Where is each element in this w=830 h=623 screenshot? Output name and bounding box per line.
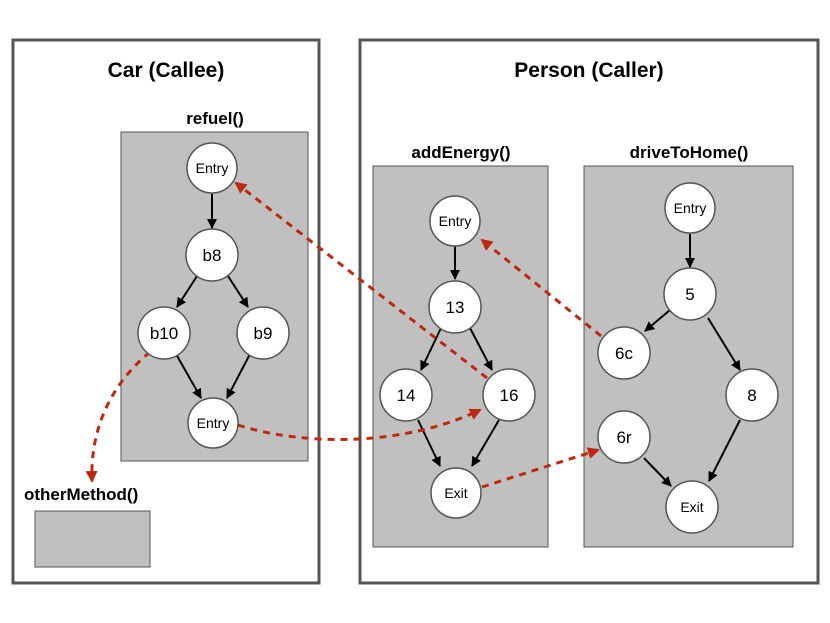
node-refuel-exit: Entry — [187, 397, 239, 449]
node-refuel-entry: Entry — [186, 142, 238, 194]
node-label: 13 — [446, 298, 465, 317]
node-drive-6c: 6c — [597, 326, 651, 380]
edge-drive-8-exit — [708, 419, 741, 482]
edge-drive-5-8 — [707, 317, 741, 371]
othermethod-method-box — [34, 510, 151, 568]
node-label: b9 — [254, 324, 273, 343]
node-label: Entry — [196, 160, 229, 176]
node-add-14: 14 — [379, 368, 433, 422]
node-add-16: 16 — [482, 368, 536, 422]
edge-refuel-b9-exit — [226, 353, 251, 399]
othermethod-method-title: otherMethod() — [24, 485, 138, 504]
node-drive-exit: Exit — [665, 480, 719, 534]
node-drive-8: 8 — [725, 368, 779, 422]
node-add-exit: Exit — [430, 467, 482, 519]
edge-add-13-16 — [469, 327, 493, 371]
edge-refuel-b8-b10 — [176, 275, 198, 308]
edge-add-16-exit — [471, 419, 500, 467]
node-label: 14 — [397, 386, 416, 405]
node-label: 5 — [685, 285, 694, 304]
edge-drive-5-6c — [644, 309, 671, 332]
edge-add-13-14 — [420, 327, 442, 371]
node-label: Exit — [680, 499, 703, 515]
node-label: 16 — [500, 386, 519, 405]
node-drive-5: 5 — [663, 267, 717, 321]
node-refuel-b10: b10 — [137, 306, 191, 360]
node-label: Exit — [444, 485, 467, 501]
node-label: 6c — [615, 344, 633, 363]
refuel-method-title: refuel() — [186, 109, 244, 128]
node-label: Entry — [439, 213, 472, 229]
edge-refuel-b10-exit — [175, 353, 202, 399]
call-edge-b10-to-othermethod — [85, 350, 151, 483]
node-refuel-b8: b8 — [185, 228, 239, 282]
edge-add-14-exit — [417, 419, 441, 467]
drivetohome-method-title: driveToHome() — [630, 143, 749, 162]
call-edge-16-to-refuel-entry — [234, 181, 488, 380]
edge-refuel-b8-b9 — [227, 275, 249, 308]
node-label: b8 — [203, 246, 222, 265]
node-label: b10 — [150, 324, 178, 343]
node-label: Entry — [674, 200, 707, 216]
node-label: 8 — [747, 386, 756, 405]
node-add-entry: Entry — [429, 195, 481, 247]
addenergy-method-title: addEnergy() — [411, 143, 510, 162]
node-refuel-b9: b9 — [236, 306, 290, 360]
node-drive-6r: 6r — [597, 410, 651, 464]
node-label: Entry — [197, 415, 230, 431]
return-edge-refuel-exit-to-16 — [237, 408, 482, 441]
node-add-13: 13 — [428, 280, 482, 334]
car-class-title: Car (Callee) — [108, 59, 225, 82]
person-class-title: Person (Caller) — [514, 59, 663, 82]
node-label: 6r — [616, 428, 631, 447]
node-drive-entry: Entry — [664, 182, 716, 234]
edge-drive-6r-exit — [643, 457, 672, 487]
